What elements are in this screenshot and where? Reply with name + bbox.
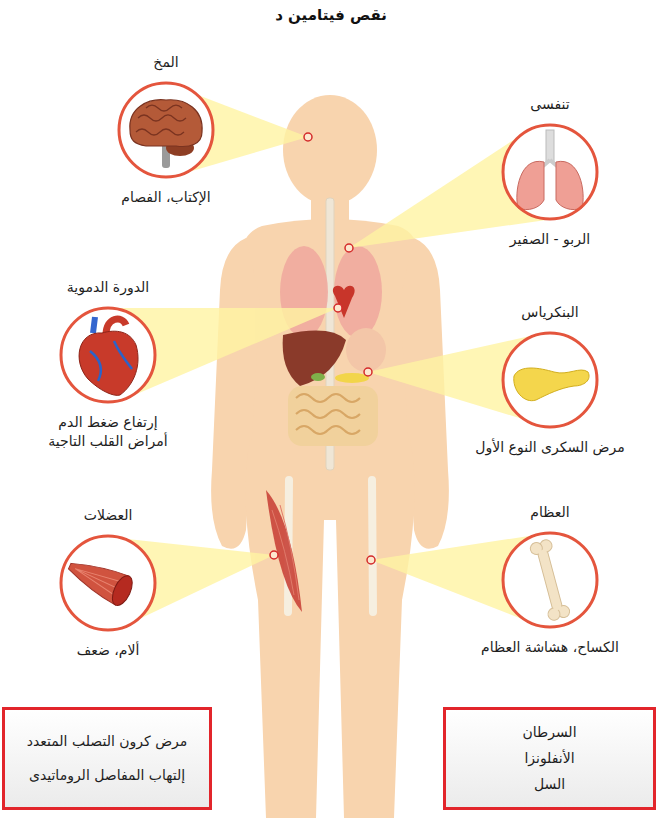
trachea [546,130,554,162]
body-heart [333,286,355,318]
callout-caption: ألام، ضعف [77,641,140,660]
brain-callout: المخ الإكتاب، الفصام [71,53,261,207]
callout-ring [503,533,597,627]
callout-ring [503,125,597,219]
body-organs [266,198,386,612]
brain-folds [136,105,186,135]
lung-lobe [517,161,544,209]
lungs-callout: تنفسى الربو - الصفير [455,95,645,249]
muscle-callout: العضلات ألام، ضعف [23,506,193,660]
callout-caption: الكساح، هشاشة العظام [481,638,619,657]
callout-circle [58,533,158,633]
body-intestines [288,386,378,446]
disease-name: السرطان [522,723,576,742]
callout-dot [304,133,312,141]
muscle-icon [63,552,136,609]
bone-shaft [537,548,563,612]
callout-caption: الربو - الصفير [510,230,590,249]
callout-caption: إرتفاع ضغط الدم أمراض القلب التاجية [23,413,193,451]
callout-ring [61,536,155,630]
callout-circle-outline [500,330,600,430]
callout-ring [61,308,155,402]
body-legs [246,440,415,818]
callout-dot [345,244,353,252]
diagram-title: نقص فيتامين د [0,6,662,24]
callout-circle-outline [58,533,158,633]
callout-heading: العضلات [84,506,133,525]
disease-name: مرض كرون التصلب المتعدد [27,732,188,751]
heart-icon [79,317,138,395]
muscle-section [108,573,136,609]
coronary-vessels [90,341,132,381]
bone-shaft [538,549,562,611]
callout-dot [334,304,342,312]
vena-cava [93,317,95,333]
callout-circle [116,80,216,180]
disease-name: الأنفلونزا [524,749,574,768]
callout-circle-outline [116,80,216,180]
callout-circle [500,122,600,222]
brain-icon [130,100,202,168]
intestine-folds [296,394,360,434]
callout-heading: تنفسى [530,95,569,114]
callout-dot [270,551,278,559]
callout-heading: الدورة الدموية [67,278,149,297]
callout-caption: مرض السكرى النوع الأول [475,438,624,457]
callout-caption: الإكتاب، الفصام [121,188,211,207]
heart-callout: الدورة الدموية إرتفاع ضغط الدم أمراض القل… [23,278,193,451]
callout-beams [98,82,567,630]
callout-ground [503,533,597,627]
callout-ground [61,536,155,630]
human-body [211,95,449,818]
callout-ground [119,83,213,177]
heart-body [79,331,138,395]
disease-name: السل [534,775,565,794]
callout-dot [364,368,372,376]
thigh-muscle [266,490,302,612]
callout-dots [270,133,375,564]
callout-heading: المخ [153,53,178,72]
lungs-icon [517,130,583,210]
bone-icon [529,539,571,622]
body-gallbladder [311,373,325,381]
callout-grounds [61,83,597,630]
callout-circle [500,530,600,630]
callout-circle-outline [500,122,600,222]
callout-dot [367,556,375,564]
callout-circle [58,305,158,405]
callout-ring [119,83,213,177]
disease-name: إلتهاب المفاصل الروماتيدى [29,766,185,785]
callout-heading: البنكرياس [521,303,578,322]
callout-circle [500,330,600,430]
bone-callout: العظام الكساح، هشاشة العظام [450,503,650,657]
body-head [283,95,377,205]
disease-box: مرض كرون التصلب المتعدد إلتهاب المفاصل ال… [2,707,212,810]
callout-heading: العظام [530,503,569,522]
disease-box: السرطان الأنفلونزا السل [443,707,656,810]
pancreas-callout: البنكرياس مرض السكرى النوع الأول [450,303,650,457]
lung-lobe [556,161,583,209]
callout-circle-outline [58,305,158,405]
callout-ground [61,308,155,402]
body-femur [372,480,373,612]
callout-ground [503,125,597,219]
body-stomach [346,328,386,372]
pancreas-icon [514,368,589,401]
callout-ring [503,333,597,427]
body-pancreas [335,373,369,383]
callout-ground [503,333,597,427]
cerebrum [130,100,202,147]
callout-circle-outline [500,530,600,630]
pancreas-shape [514,368,589,401]
